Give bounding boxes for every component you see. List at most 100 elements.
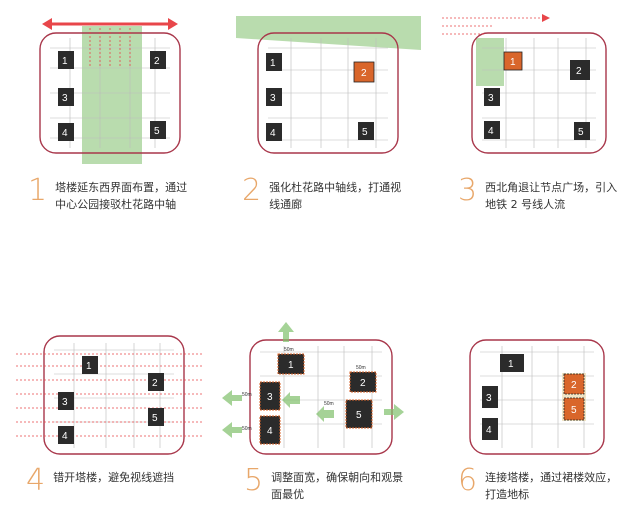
tower-label: 1 [508,359,514,370]
tower-2-highlight [353,61,375,83]
tower-2 [570,60,590,80]
diagram-panel-3: 1 2 3 4 5 [436,8,616,168]
dimension-label: 50m [284,347,294,353]
caption-text: 调整面宽，确保朝向和观景面最优 [271,471,404,501]
dimension-label: 50m [324,401,334,407]
caption-2: 2 强化杜花路中轴线，打通视线通廊 [242,176,412,213]
dimension-label: 50m [242,426,252,432]
tower-label: 2 [154,56,160,67]
step-number: 6 [458,463,478,498]
step-number: 4 [26,463,46,498]
green-axis [82,26,142,164]
tower-4 [266,123,282,141]
tower-label: 4 [486,425,492,436]
tower-label: 2 [361,68,367,79]
tower-label: 2 [360,378,366,389]
site-plan-3: 1 2 3 4 5 [442,14,607,154]
tower-5-highlight [563,397,585,421]
caption-6: 6 连接塔楼，通过裙楼效应，打造地标 [458,466,628,503]
street-lines [480,346,594,448]
street-lines [268,38,388,148]
tower-5 [574,122,590,140]
street-lines [260,346,382,448]
diagram-panel-6: 1 2 3 4 5 [446,318,626,458]
site-boundary [249,339,393,455]
caption-3: 3 西北角退让节点广场，引入地铁 2 号线人流 [458,176,628,213]
tower-label: 4 [62,431,68,442]
tower-3 [58,392,74,410]
tower-label: 3 [62,397,68,408]
tower-2 [349,371,377,393]
caption-text: 塔楼延东西界面布置，通过中心公园接驳杜花路中轴 [55,181,188,211]
tower-1 [266,53,282,71]
tower-5 [148,408,164,426]
tower-label: 2 [576,66,582,77]
site-plan-4: 1 2 3 4 5 [16,335,202,455]
tower-label: 1 [510,57,516,68]
tower-label: 1 [86,361,92,372]
tower-1 [500,354,524,372]
tower-label: 5 [154,126,160,137]
site-boundary [469,339,605,455]
step-number: 5 [244,463,264,498]
tower-label: 3 [488,93,494,104]
tower-label: 4 [488,126,494,137]
site-plan-6: 1 2 3 4 5 [469,339,605,455]
tower-label: 3 [267,392,273,403]
caption-1: 1 塔楼延东西界面布置，通过中心公园接驳杜花路中轴 [28,176,198,213]
tower-2-highlight [563,373,585,395]
step-number: 3 [458,173,478,208]
tower-label: 4 [62,128,68,139]
tower-3 [484,88,500,106]
tower-label: 3 [486,393,492,404]
tower-2 [148,373,164,391]
diagram-panel-1: 1 2 3 4 5 [20,8,200,168]
tower-label: 1 [270,58,276,69]
tower-1-highlight [503,51,523,71]
tower-label: 4 [267,426,273,437]
dimension-label: 50m [242,392,252,398]
diagram-panel-5: 1 2 3 4 5 50m 50m 50m 50m 50m [222,318,412,458]
tower-3 [266,88,282,106]
tower-3 [482,386,498,408]
caption-4: 4 错开塔楼，避免视线遮挡 [26,466,196,496]
tower-2 [150,51,166,69]
site-boundary [257,32,399,154]
tower-label: 1 [288,360,294,371]
tower-label: 2 [152,378,158,389]
diagram-panel-2: 1 2 3 4 5 [236,8,421,168]
tower-label: 4 [270,128,276,139]
tower-4 [58,123,74,141]
tower-1 [277,353,305,375]
tower-label: 5 [362,127,368,138]
tower-label: 5 [152,413,158,424]
site-boundary [471,32,607,154]
arrow-right-icon [168,18,178,30]
caption-text: 连接塔楼，通过裙楼效应，打造地标 [485,471,618,501]
tower-5 [358,122,374,140]
tower-5 [150,121,166,139]
step-number: 2 [242,173,262,208]
tower-label: 1 [62,56,68,67]
step-number: 1 [28,173,48,208]
caption-text: 强化杜花路中轴线，打通视线通廊 [269,181,402,211]
site-plan-5: 1 2 3 4 5 50m 50m 50m 50m 50m [222,322,404,455]
tower-3 [259,381,281,411]
arrow-right-icon [542,14,550,22]
caption-text: 西北角退让节点广场，引入地铁 2 号线人流 [485,181,618,211]
sightlines [16,353,202,437]
tower-4 [482,418,498,440]
tower-3 [58,88,74,106]
metro-flow-lines [442,17,546,35]
tower-4 [484,121,500,139]
tower-1 [82,356,98,374]
tower-label: 5 [578,127,584,138]
tower-4 [259,415,281,445]
site-boundary [43,335,185,455]
site-plan-2: 1 2 3 4 5 [236,16,421,154]
diagram-panel-4: 1 2 3 4 5 [14,318,204,458]
tower-5 [345,399,373,429]
tower-label: 3 [270,93,276,104]
site-plan-1: 1 2 3 4 5 [39,18,181,164]
tower-label: 5 [571,405,577,416]
